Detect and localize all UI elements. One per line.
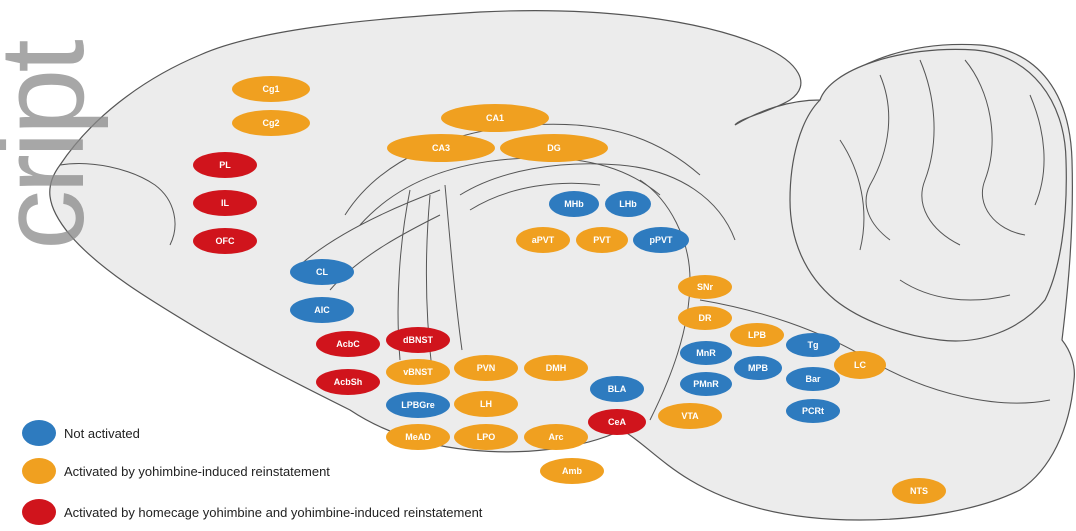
hippocampus-outline: [459, 163, 736, 241]
region-vbnst: vBNST: [386, 359, 450, 385]
region-aic: AIC: [290, 297, 354, 323]
region-cea: CeA: [588, 409, 646, 435]
region-ca1: CA1: [441, 104, 549, 132]
region-acbsh: AcbSh: [316, 369, 380, 395]
region-lpo: LPO: [454, 424, 518, 450]
region-il: IL: [193, 190, 257, 216]
cerebellum-outline: [789, 48, 1067, 342]
cerebellum-folia: [839, 59, 1045, 301]
region-vta: VTA: [658, 403, 722, 429]
legend-swatch: [22, 420, 56, 446]
region-lpb: LPB: [730, 323, 784, 347]
region-tg: Tg: [786, 333, 840, 357]
region-pvt: PVT: [576, 227, 628, 253]
region-bla: BLA: [590, 376, 644, 402]
region-ca3: CA3: [387, 134, 495, 162]
legend-label: Activated by yohimbine-induced reinstate…: [64, 463, 330, 479]
region-cg1: Cg1: [232, 76, 310, 102]
legend-item-not-activated: Not activated: [22, 420, 140, 446]
region-mnr: MnR: [680, 341, 732, 365]
region-acbc: AcbC: [316, 331, 380, 357]
region-dbnst: dBNST: [386, 327, 450, 353]
region-pl: PL: [193, 152, 257, 178]
region-ppvt: pPVT: [633, 227, 689, 253]
region-cl: CL: [290, 259, 354, 285]
region-lh: LH: [454, 391, 518, 417]
region-mead: MeAD: [386, 424, 450, 450]
legend-item-both: Activated by homecage yohimbine and yohi…: [22, 499, 482, 525]
region-lc: LC: [834, 351, 886, 379]
legend-label: Not activated: [64, 425, 140, 441]
legend-label: Activated by homecage yohimbine and yohi…: [64, 504, 483, 520]
region-pvn: PVN: [454, 355, 518, 381]
region-dg: DG: [500, 134, 608, 162]
region-arc: Arc: [524, 424, 588, 450]
olfactory-outline: [59, 163, 176, 246]
legend-item-yohimbine: Activated by yohimbine-induced reinstate…: [22, 458, 330, 484]
region-lpbgre: LPBGre: [386, 392, 450, 418]
region-apvt: aPVT: [516, 227, 570, 253]
region-lhb: LHb: [605, 191, 651, 217]
region-ofc: OFC: [193, 228, 257, 254]
region-cg2: Cg2: [232, 110, 310, 136]
region-pmnr: PMnR: [680, 372, 732, 396]
region-mpb: MPB: [734, 356, 782, 380]
region-bar: Bar: [786, 367, 840, 391]
legend-swatch: [22, 499, 56, 525]
region-dmh: DMH: [524, 355, 588, 381]
watermark-text: cript: [0, 43, 109, 250]
watermark: cript: [0, 43, 182, 250]
region-dr: DR: [678, 306, 732, 330]
region-nts: NTS: [892, 478, 946, 504]
legend-swatch: [22, 458, 56, 484]
region-mhb: MHb: [549, 191, 599, 217]
striatal-lines: [299, 184, 463, 371]
region-amb: Amb: [540, 458, 604, 484]
region-snr: SNr: [678, 275, 732, 299]
region-pcrt: PCRt: [786, 399, 840, 423]
